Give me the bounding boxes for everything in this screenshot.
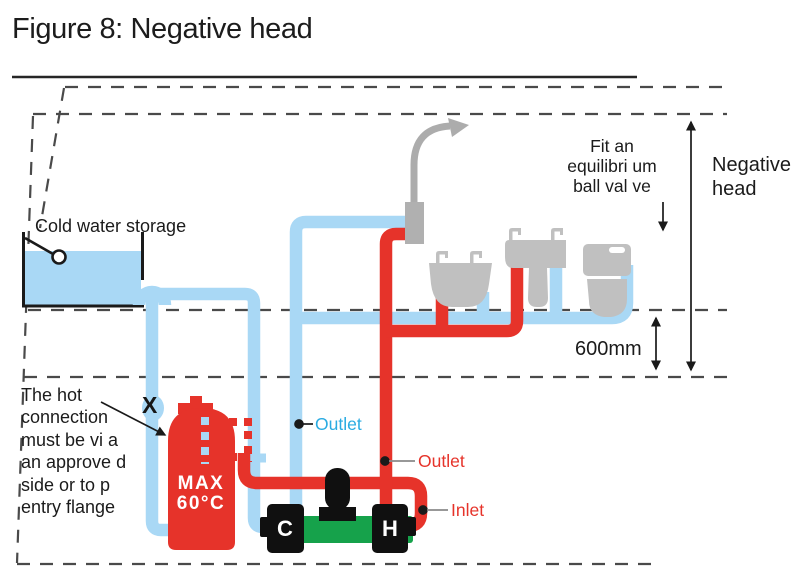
toilet-bowl (587, 279, 627, 317)
cylinder-body (168, 408, 235, 550)
fixtures (429, 228, 631, 317)
pump-motor-base (319, 507, 356, 521)
annotation-arrows (100, 120, 696, 515)
float-arm (24, 236, 54, 256)
pedestal-basin-stand (528, 268, 548, 307)
valve-note-line: ball val ve (573, 176, 651, 196)
cold-water-tank (22, 232, 144, 308)
tank-water (25, 251, 141, 306)
cold-outlet-label: Outlet (315, 414, 362, 434)
pump-cold-port-block (267, 504, 304, 553)
pump-motor (325, 468, 350, 510)
toilet-flush-button (609, 247, 625, 253)
hot-connection-arrow (100, 401, 167, 436)
page-title: Figure 8: Negative head (12, 13, 313, 45)
cold-feed-to-cylinder (145, 297, 175, 537)
cold-riser-to-shower (289, 215, 406, 510)
cold-outlet-dot (294, 419, 304, 429)
hot-note-line: must be vi a (21, 429, 119, 450)
pump-hot-port-block (372, 504, 408, 553)
hot-note-line: an approve d (21, 452, 127, 473)
hot-riser-to-shower (379, 227, 406, 509)
cylinder-max-temp-label: MAX 60°C (168, 474, 234, 514)
isolating-valve-x-marker: X (142, 392, 158, 418)
equilibrium-valve-note: Fit an equilibri um ball val ve (536, 136, 688, 196)
shower (405, 118, 469, 244)
hot-connection-note: The hot connection must be vi a an appro… (21, 384, 126, 518)
basin (429, 263, 492, 307)
hot-inlet-dot (418, 505, 428, 515)
hot-note-line: connection (21, 407, 109, 428)
cylinder-temp-line: 60°C (176, 493, 226, 514)
shower-mixer (405, 202, 424, 244)
negative-head-line: head (712, 177, 757, 200)
pump-hot-port-label: H (382, 516, 398, 541)
pedestal-basin-bowl (505, 240, 566, 268)
hot-note-line: entry flange (21, 497, 116, 518)
cold-pipes (132, 215, 634, 537)
pump (260, 468, 416, 553)
dashed-corner-diagonal (38, 87, 66, 229)
tap-icon (509, 228, 521, 240)
frame-lines (12, 75, 727, 566)
pump-cold-port-label: C (277, 516, 293, 541)
cylinder-max-line: MAX (177, 473, 225, 494)
valve-note-line: equilibri um (567, 156, 657, 176)
hot-outlet-label: Outlet (418, 451, 465, 471)
hot-note-line: side or to p (21, 474, 111, 495)
tank-outlet-hump (132, 285, 172, 306)
hot-note-line: The hot (21, 385, 83, 405)
hot-pipes (237, 227, 524, 533)
dashed-left-edge (15, 115, 35, 564)
negative-head-line: Negative (712, 154, 791, 176)
label-pointers (294, 419, 448, 515)
cold-feed-to-pump (158, 287, 273, 534)
shower-arm-curve (410, 122, 451, 206)
tap-icon (436, 251, 448, 263)
tap-icon (551, 228, 563, 240)
shower-arrow-icon (448, 118, 469, 137)
cold-water-storage-label: Cold water storage (35, 216, 187, 236)
hot-outlet-dot (380, 456, 390, 466)
hot-water-cylinder (168, 396, 235, 550)
valve-body-on-pipe (142, 395, 164, 421)
hot-fixture-branch (386, 258, 524, 338)
negative-head-label: Negative head (712, 154, 791, 201)
dimension-600mm-label: 600mm (575, 338, 642, 360)
flange-dotted-lines (201, 417, 269, 464)
cold-fixture-line (296, 265, 634, 325)
valve-note-line: Fit an (590, 136, 634, 156)
tank-outline (22, 232, 144, 308)
float-valve-icon (51, 249, 67, 265)
tap-icon (470, 251, 482, 263)
hot-inlet-label: Inlet (451, 500, 485, 520)
hot-cylinder-to-pump-inlet (237, 453, 428, 533)
